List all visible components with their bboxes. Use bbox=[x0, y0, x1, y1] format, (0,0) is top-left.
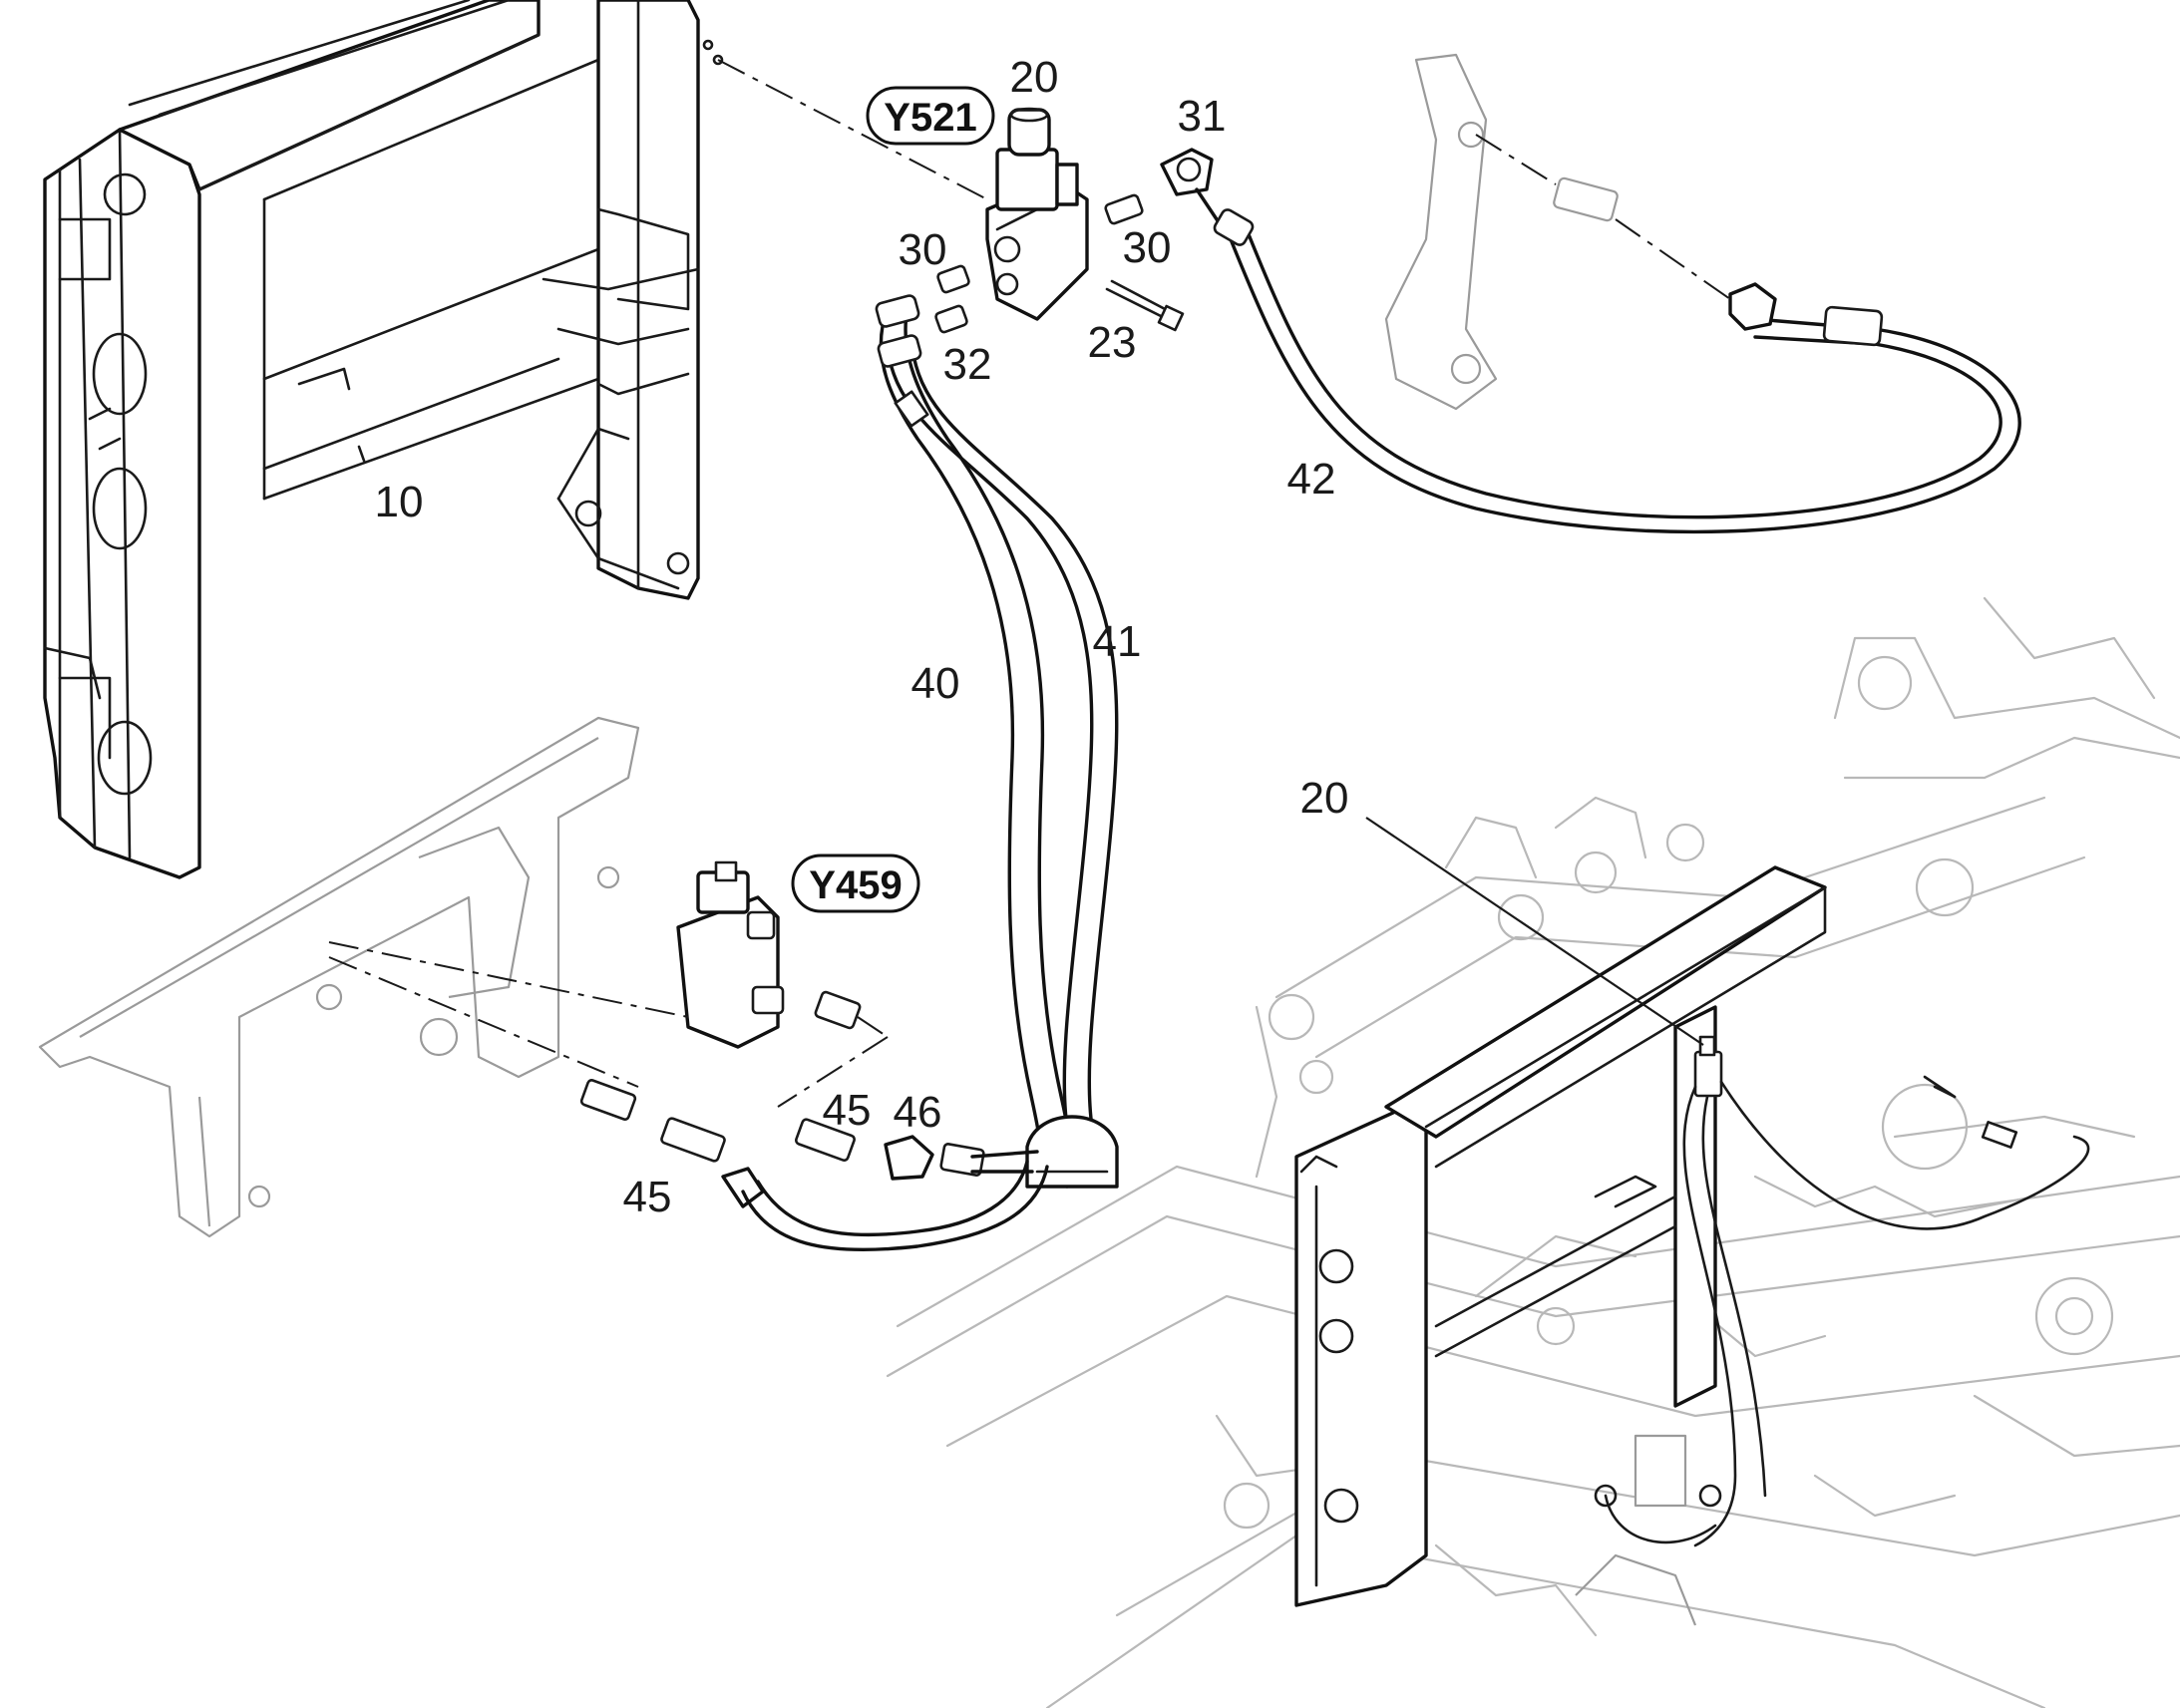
mounting-bracket-ghost bbox=[1384, 53, 1731, 411]
callout-frame: 10 bbox=[375, 478, 424, 526]
callout-hose-left: 40 bbox=[911, 659, 960, 708]
tag-y521: Y521 bbox=[866, 86, 995, 146]
assembly-line-lower-b bbox=[328, 956, 639, 1088]
callout-hose-right: 41 bbox=[1093, 617, 1142, 666]
hose-pair-40-41 bbox=[875, 294, 1119, 1189]
callout-coupling-b: 45 bbox=[623, 1173, 672, 1221]
frame-part-10 bbox=[43, 0, 724, 879]
tag-y521-label: Y521 bbox=[884, 96, 976, 140]
hose-42 bbox=[1213, 208, 2021, 534]
callout-hose-long: 42 bbox=[1287, 455, 1336, 504]
callout-valve-upper: 20 bbox=[1010, 53, 1059, 102]
assembly-line-frame-to-valve bbox=[717, 59, 988, 200]
installed-frame-assembly bbox=[1294, 865, 2090, 1607]
fitting-group-upper bbox=[934, 148, 1229, 334]
solenoid-valve-y521 bbox=[985, 107, 1089, 321]
tag-y459-label: Y459 bbox=[809, 863, 902, 907]
assembly-line-lower-a bbox=[328, 941, 689, 1018]
callout-fitting-lower: 32 bbox=[943, 340, 992, 389]
callout-valve-installed: 20 bbox=[1300, 774, 1349, 823]
lower-frame-ghost bbox=[38, 716, 640, 1238]
leader-valve-installed bbox=[1365, 817, 1704, 1046]
callout-fitting-right: 30 bbox=[1123, 223, 1172, 272]
callout-fitting-left: 30 bbox=[899, 225, 947, 274]
tag-y459: Y459 bbox=[791, 854, 920, 913]
lower-fittings bbox=[579, 1079, 1049, 1252]
solenoid-valve-y459 bbox=[676, 860, 862, 1049]
assembly-line-lower-c bbox=[857, 1016, 889, 1038]
assembly-line-lower-d bbox=[777, 1036, 889, 1108]
callout-elbow: 31 bbox=[1178, 92, 1227, 141]
callout-screw: 23 bbox=[1088, 318, 1137, 367]
callout-nut: 46 bbox=[894, 1088, 942, 1137]
callout-coupling-a: 45 bbox=[823, 1086, 872, 1135]
